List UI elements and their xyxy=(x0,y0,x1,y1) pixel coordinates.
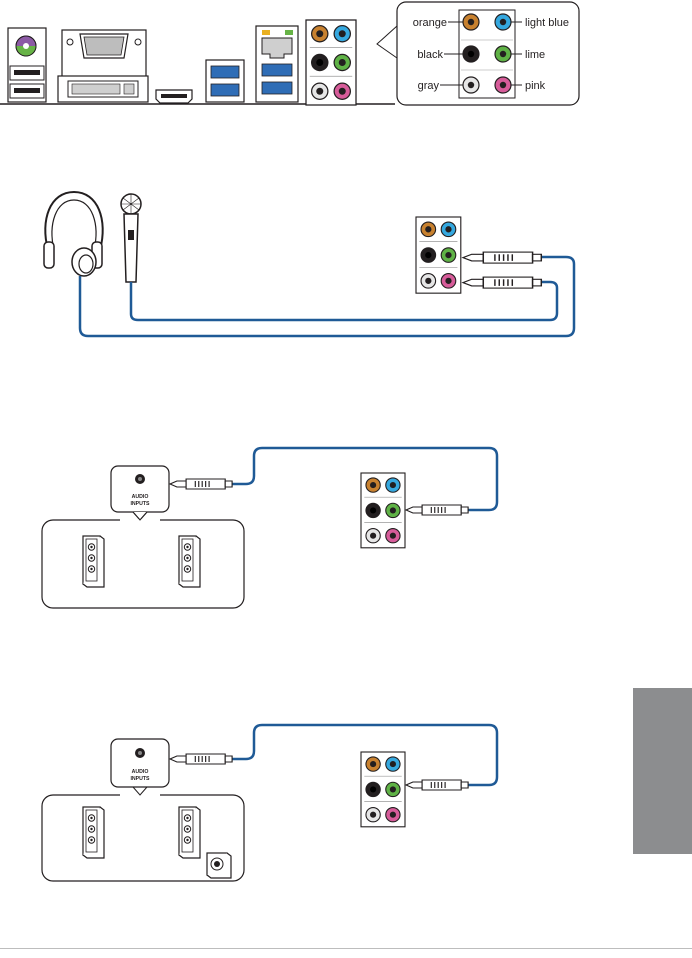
two-speaker-diagram: AUDIO INPUTS xyxy=(41,446,499,609)
headphone-mic-diagram xyxy=(43,190,576,338)
audio-jack-block-2 xyxy=(360,472,406,549)
label-orange: orange xyxy=(413,17,447,29)
audio-inputs-box-2 xyxy=(110,738,170,788)
audio-label-line1: AUDIO xyxy=(132,494,149,500)
label-light-blue: light blue xyxy=(525,17,569,29)
microphone-icon xyxy=(120,193,142,283)
hdmi-port xyxy=(155,89,193,104)
speaker-right-icon xyxy=(178,535,201,588)
label-black: black xyxy=(417,49,443,61)
headphone-icon xyxy=(43,190,104,277)
label-gray: gray xyxy=(418,80,440,92)
label-lime: lime xyxy=(525,49,545,61)
plug-lime-2 xyxy=(405,504,469,516)
rear-io-panel: orange light blue black lime gray pink xyxy=(0,1,580,106)
audio-label-line2-b: INPUTS xyxy=(130,776,150,782)
headphone-cable xyxy=(78,255,576,338)
label-pink: pink xyxy=(525,80,546,92)
audio-label-line1-b: AUDIO xyxy=(132,769,149,775)
footer-rule xyxy=(0,948,692,949)
audio-jack-block xyxy=(415,216,462,294)
audio-jack-block-3 xyxy=(360,751,406,828)
mic-cable xyxy=(129,280,559,322)
plug-speaker-end-2 xyxy=(169,753,233,765)
dvi-port xyxy=(57,75,149,103)
speaker-left-icon xyxy=(82,535,105,588)
plug-lime-3 xyxy=(405,779,469,791)
audio-label-line2: INPUTS xyxy=(130,501,150,507)
speaker-left-icon-2 xyxy=(82,806,105,859)
subwoofer-icon xyxy=(206,852,232,879)
chapter-side-tab xyxy=(633,688,692,854)
vga-port xyxy=(61,29,147,79)
speaker-right-icon-2 xyxy=(178,806,201,859)
usb3-ports-left xyxy=(205,59,245,103)
plug-lime xyxy=(462,251,543,264)
plug-speaker-end xyxy=(169,478,233,490)
speaker-cable xyxy=(232,446,499,512)
plug-pink xyxy=(462,276,543,289)
speaker-cable-2 xyxy=(232,723,499,787)
speaker-subwoofer-diagram: AUDIO INPUTS xyxy=(41,723,499,882)
board-audio-jacks xyxy=(305,19,357,106)
lan-usb3-ports xyxy=(255,25,299,103)
speaker-box xyxy=(41,519,245,609)
usb2-ports xyxy=(9,65,45,99)
